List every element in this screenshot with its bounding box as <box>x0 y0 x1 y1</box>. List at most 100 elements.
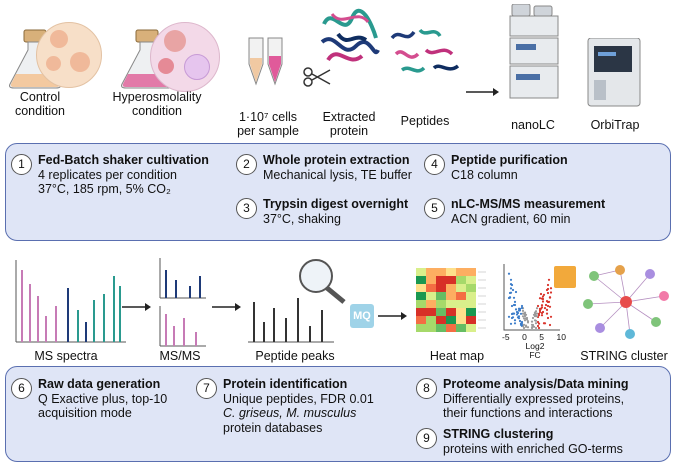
control-cell <box>50 30 68 48</box>
volcano-point <box>542 322 546 325</box>
volcano-point <box>539 292 543 296</box>
heat-map-cell <box>466 276 476 284</box>
heat-map-cell <box>456 316 466 324</box>
heat-map-cell <box>436 316 446 324</box>
volcano-point <box>544 303 548 307</box>
volcano-point <box>549 315 553 318</box>
volcano-point <box>531 316 535 320</box>
peptide-peaks-label: Peptide peaks <box>255 349 335 363</box>
volcano-point <box>513 300 517 303</box>
volcano-point <box>521 315 525 318</box>
volcano-point <box>533 315 537 318</box>
volcano-point <box>530 326 534 329</box>
arrow-right-icon <box>378 312 407 320</box>
volcano-point <box>509 278 513 281</box>
volcano-point <box>512 303 516 307</box>
heat-map-cell <box>446 284 456 292</box>
volcano-point <box>523 319 527 322</box>
heat-map-cell <box>446 324 456 332</box>
step-detail: Unique peptides, FDR 0.01 <box>223 391 374 406</box>
step-number-badge: 5 <box>424 198 445 219</box>
volcano-point <box>522 326 526 330</box>
volcano-point <box>549 291 553 294</box>
volcano-point <box>535 312 539 315</box>
volcano-point <box>548 296 552 299</box>
orbitrap-label: OrbiTrap <box>590 118 640 132</box>
step-detail: 37°C, shaking <box>263 211 341 226</box>
heat-map-cell <box>456 324 466 332</box>
step-number-badge: 9 <box>416 428 437 449</box>
step-title: Peptide purification <box>451 153 568 167</box>
volcano-point <box>545 308 549 311</box>
heat-map-cell <box>466 308 476 316</box>
volcano-point <box>515 310 519 314</box>
step-title: Protein identification <box>223 377 348 391</box>
volcano-point <box>548 323 552 327</box>
step-number-badge: 8 <box>416 378 437 399</box>
app-logo-icon <box>554 266 576 288</box>
volcano-point <box>514 290 518 294</box>
volcano-point <box>520 306 524 310</box>
ms-spectra-label: MS spectra <box>34 349 98 363</box>
volcano-point <box>511 316 515 319</box>
volcano-point <box>530 320 534 323</box>
volcano-point <box>522 323 526 326</box>
control-cell <box>46 56 61 71</box>
heat-map-cell <box>426 300 436 308</box>
msms-label: MS/MS <box>159 349 201 363</box>
heat-map-cell <box>446 276 456 284</box>
step-detail: proteins with enriched GO-terms <box>443 441 623 456</box>
volcano-point <box>534 319 538 322</box>
step-detail: 4 replicates per condition <box>38 167 177 182</box>
step-detail: Differentially expressed proteins, <box>443 391 625 406</box>
heat-map-label: Heat map <box>429 349 485 363</box>
volcano-point <box>542 293 546 296</box>
step-number-badge: 6 <box>11 378 32 399</box>
volcano-point <box>509 291 513 294</box>
volcano-point <box>520 323 524 327</box>
step-number-badge: 1 <box>11 154 32 175</box>
volcano-point <box>533 311 537 314</box>
sample-tubes-icon <box>248 37 283 86</box>
step-number-badge: 2 <box>236 154 257 175</box>
heat-map-cell <box>456 276 466 284</box>
maxquant-logo: MQ <box>350 304 374 328</box>
scissors-icon <box>303 67 331 87</box>
step-title: Trypsin digest overnight <box>263 197 409 211</box>
volcano-point <box>520 304 524 308</box>
heat-map-cell <box>456 300 466 308</box>
volcano-point <box>518 319 522 323</box>
heat-map-cell <box>446 292 456 300</box>
heat-map-cell <box>456 284 466 292</box>
heat-map-cell <box>466 324 476 332</box>
heat-map-cell <box>416 316 426 324</box>
volcano-point <box>545 312 549 315</box>
step-title: Proteome analysis/Data mining <box>443 377 629 391</box>
heat-map-cell <box>466 292 476 300</box>
volcano-point <box>513 319 517 322</box>
heat-map-cell <box>426 292 436 300</box>
volcano-point <box>541 310 545 314</box>
heat-map-cell <box>436 292 446 300</box>
heat-map-cell <box>426 284 436 292</box>
heat-map-cell <box>426 316 436 324</box>
volcano-axes <box>503 264 560 331</box>
peptide-peaks-plot <box>248 298 334 343</box>
nanolc-instrument-icon <box>509 4 559 99</box>
volcano-point <box>541 300 545 303</box>
volcano-point <box>530 323 534 326</box>
volcano-point <box>512 296 516 299</box>
string-network-plot <box>583 265 669 339</box>
volcano-point <box>510 283 514 287</box>
control-cell <box>70 52 90 72</box>
volcano-point <box>546 316 550 320</box>
heat-map-cell <box>466 300 476 308</box>
heat-map-cell <box>466 316 476 324</box>
heat-map-cell <box>456 268 466 276</box>
ms-spectra-plot <box>15 260 126 343</box>
heat-map-cell <box>436 276 446 284</box>
heat-map-cell <box>416 292 426 300</box>
